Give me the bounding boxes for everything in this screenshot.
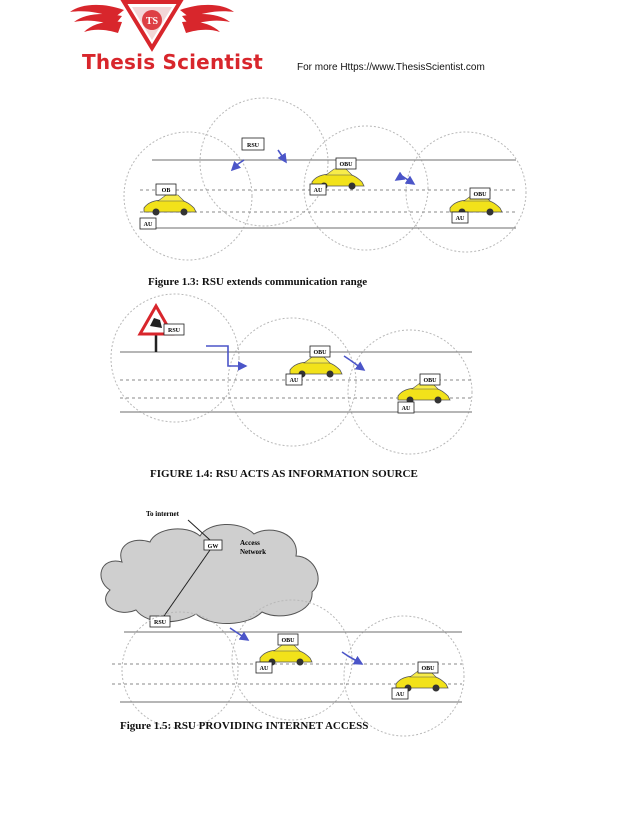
signal-arrow: [235, 631, 250, 641]
brand-name: Thesis Scientist: [82, 50, 264, 74]
signal-arrow: [229, 627, 237, 633]
car: [259, 644, 313, 666]
au-box: [285, 373, 303, 386]
gw-label: GW: [208, 544, 219, 550]
figure-1-5-caption: Figure 1.5: RSU PROVIDING INTERNET ACCES…: [120, 720, 369, 732]
obu-box: [277, 633, 299, 646]
access-network-label: Network: [240, 548, 266, 556]
au-label: AU: [260, 666, 269, 672]
rsu-label: RSU: [168, 328, 181, 334]
obu-label: OBU: [473, 192, 487, 198]
au-box: [451, 211, 469, 224]
au-box: [391, 687, 409, 700]
au-box: [309, 183, 327, 196]
signal-arrow: [349, 359, 366, 371]
au-label: AU: [314, 188, 323, 194]
signal-arrow: [277, 149, 287, 164]
au-box: [255, 661, 273, 674]
car: [143, 194, 197, 216]
au-label: AU: [402, 406, 411, 412]
car: [289, 356, 343, 378]
figure-1-4-caption: FIGURE 1.4: RSU ACTS AS INFORMATION SOUR…: [150, 468, 418, 480]
warning-sign-icon: [137, 302, 175, 336]
gw-box: [203, 539, 223, 551]
obu-label: OBU: [423, 378, 437, 384]
coverage-circle: [303, 125, 429, 251]
gw-rsu-link: [163, 549, 211, 617]
signal-arrow: [394, 171, 406, 181]
access-network-label: Access: [240, 539, 260, 547]
obu-box: [335, 157, 357, 170]
car: [311, 168, 365, 190]
car: [395, 670, 449, 692]
coverage-circle: [227, 317, 357, 447]
signal-arrow: [230, 160, 242, 172]
coverage-circle: [110, 293, 240, 423]
signal-arrow: [401, 175, 416, 185]
signal-arrow: [347, 655, 364, 665]
header-url[interactable]: For more Https://www.ThesisScientist.com: [297, 62, 485, 73]
car: [397, 382, 451, 404]
au-label: AU: [290, 378, 299, 384]
au-label: AU: [396, 692, 405, 698]
obu-label: OBU: [339, 162, 353, 168]
coverage-circle: [343, 615, 465, 737]
obu-box: [419, 373, 441, 386]
obu-label: OBU: [313, 350, 327, 356]
rsu-box: [163, 323, 185, 336]
au-label: AU: [456, 216, 465, 222]
coverage-circle: [231, 599, 353, 721]
obu-box: [155, 183, 177, 196]
au-box: [397, 401, 415, 414]
obu-box: [309, 345, 331, 358]
signal-arrow: [343, 355, 351, 361]
au-box: [139, 217, 157, 230]
coverage-circle: [347, 329, 473, 455]
signal-arrow: [237, 159, 245, 165]
au-label: AU: [144, 222, 153, 228]
obu-label: OBU: [421, 666, 435, 672]
car: [449, 194, 503, 216]
coverage-circle: [121, 611, 239, 729]
to-internet-label: To internet: [146, 510, 180, 518]
signal-arrow: [206, 345, 248, 371]
rsu-box: [149, 615, 171, 628]
coverage-circle: [199, 97, 329, 227]
obu-label: OBU: [281, 638, 295, 644]
figure-1-3-caption: Figure 1.3: RSU extends communication ra…: [148, 276, 368, 288]
obu-box: [469, 187, 491, 200]
obu-box: [417, 661, 439, 674]
coverage-circle: [123, 131, 253, 261]
internet-link: [187, 519, 211, 541]
logo-letters: TS: [146, 16, 159, 27]
brand-logo: TS: [70, 0, 234, 52]
rsu-box: [241, 137, 265, 151]
ob-label: OB: [162, 188, 171, 194]
signal-arrow: [341, 651, 349, 657]
access-network-cloud: [100, 523, 319, 625]
coverage-circle: [405, 131, 527, 253]
rsu-label: RSU: [247, 143, 260, 149]
rsu-label: RSU: [154, 620, 167, 626]
